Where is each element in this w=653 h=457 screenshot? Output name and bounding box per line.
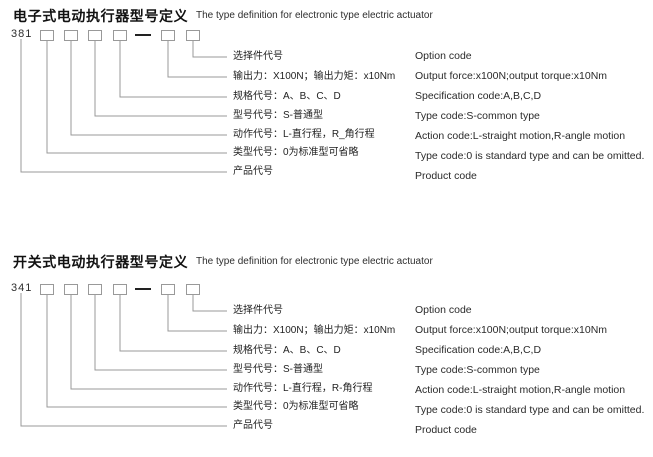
label-zh-specification-code: 规格代号：A、B、C、D — [233, 91, 341, 102]
dash-separator — [135, 288, 151, 290]
code-box-5 — [161, 284, 175, 295]
label-zh-output-force: 输出力：X100N；输出力矩：x10Nm — [233, 71, 396, 82]
label-en-option-code: Option code — [415, 304, 472, 316]
section-electronic-actuator: 电子式电动执行器型号定义 The type definition for ele… — [0, 6, 653, 211]
label-en-specification-code: Specification code:A,B,C,D — [415, 344, 542, 356]
label-zh-specification-code: 规格代号：A、B、C、D — [233, 345, 341, 356]
label-en-output-force: Output force:x100N;output torque:x10Nm — [415, 324, 608, 336]
section-switch-actuator: 开关式电动执行器型号定义 The type definition for ele… — [0, 254, 653, 457]
label-zh-output-force: 输出力：X100N；输出力矩：x10Nm — [233, 325, 396, 336]
model-code: 381 — [11, 28, 33, 40]
label-zh-product-code: 产品代号 — [233, 420, 273, 431]
label-en-specification-code: Specification code:A,B,C,D — [415, 90, 542, 102]
label-zh-action-code: 动作代号：L-直行程，R-角行程 — [233, 383, 373, 394]
code-box-4 — [113, 284, 127, 295]
label-en-standard-type-code: Type code:0 is standard type and can be … — [415, 404, 645, 416]
label-zh-type-code: 型号代号：S-普通型 — [233, 110, 323, 121]
code-box-6 — [186, 30, 200, 41]
dash-separator — [135, 34, 151, 36]
section-title-en: The type definition for electronic type … — [196, 256, 433, 267]
label-zh-product-code: 产品代号 — [233, 166, 273, 177]
label-en-standard-type-code: Type code:0 is standard type and can be … — [415, 150, 645, 162]
label-zh-option-code: 选择件代号 — [233, 51, 283, 62]
english-label-column: Option code Output force:x100N;output to… — [415, 46, 653, 186]
label-en-type-code: Type code:S-common type — [415, 110, 540, 122]
label-en-product-code: Product code — [415, 170, 477, 182]
section-title-zh: 开关式电动执行器型号定义 — [13, 254, 189, 270]
code-box-3 — [88, 30, 102, 41]
label-zh-standard-type-code: 类型代号：0为标准型可省略 — [233, 401, 359, 412]
label-zh-type-code: 型号代号：S-普通型 — [233, 364, 323, 375]
code-box-6 — [186, 284, 200, 295]
code-box-1 — [40, 30, 54, 41]
label-zh-standard-type-code: 类型代号：0为标准型可省略 — [233, 147, 359, 158]
code-box-3 — [88, 284, 102, 295]
label-en-action-code: Action code:L-straight motion,R-angle mo… — [415, 130, 626, 142]
code-box-5 — [161, 30, 175, 41]
label-en-output-force: Output force:x100N;output torque:x10Nm — [415, 70, 608, 82]
model-code: 341 — [11, 282, 33, 294]
section-title-en: The type definition for electronic type … — [196, 10, 433, 21]
code-box-2 — [64, 30, 78, 41]
label-en-option-code: Option code — [415, 50, 472, 62]
code-box-2 — [64, 284, 78, 295]
label-en-product-code: Product code — [415, 424, 477, 436]
section-title-zh: 电子式电动执行器型号定义 — [13, 8, 189, 24]
label-en-type-code: Type code:S-common type — [415, 364, 540, 376]
label-zh-action-code: 动作代号：L-直行程，R_角行程 — [233, 129, 375, 140]
english-label-column: Option code Output force:x100N;output to… — [415, 300, 653, 440]
code-box-1 — [40, 284, 54, 295]
code-box-4 — [113, 30, 127, 41]
label-en-action-code: Action code:L-straight motion,R-angle mo… — [415, 384, 626, 396]
label-zh-option-code: 选择件代号 — [233, 305, 283, 316]
